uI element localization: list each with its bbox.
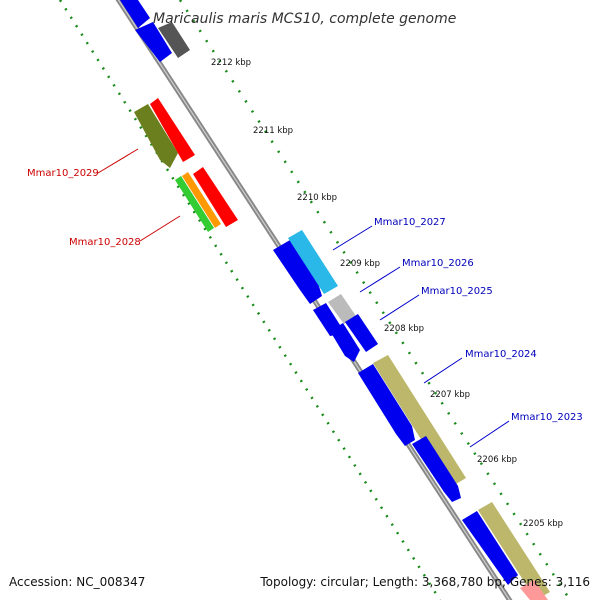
gene-label-mmar10-2026[interactable]: Mmar10_2026 bbox=[402, 258, 474, 269]
gene-arrow-2027-cyan bbox=[288, 230, 338, 294]
gene-arrow-2025-blue bbox=[330, 323, 360, 362]
gc-track-right-dots bbox=[178, 0, 572, 600]
gene-arrow-2023-blue bbox=[412, 436, 461, 502]
tick-label-2211: 2211 kbp bbox=[253, 126, 293, 136]
gene-arrow-2028-green bbox=[175, 176, 214, 232]
gene-arrow-top-blue-2 bbox=[135, 22, 172, 62]
tick-label-2206: 2206 kbp bbox=[477, 455, 517, 465]
gene-arrow-2027-blue bbox=[273, 240, 322, 304]
tick-label-2209: 2209 kbp bbox=[340, 259, 380, 269]
gene-label-mmar10-2028[interactable]: Mmar10_2028 bbox=[69, 237, 141, 248]
gene-arrow-2028-red bbox=[193, 167, 238, 227]
gene-label-mmar10-2024[interactable]: Mmar10_2024 bbox=[465, 349, 537, 360]
gene-arrow-2026-gray bbox=[328, 294, 356, 324]
gc-track-left-dots bbox=[58, 0, 442, 600]
gene-arrow-2022-blue bbox=[462, 511, 518, 585]
leader-line-mmar10-2025 bbox=[379, 294, 420, 321]
genome-title: Maricaulis maris MCS10, complete genome bbox=[153, 11, 456, 27]
gene-label-mmar10-2027[interactable]: Mmar10_2027 bbox=[374, 217, 446, 228]
gene-arrow-2029-olive bbox=[134, 104, 178, 168]
leader-line-mmar10-2023 bbox=[469, 420, 510, 448]
gene-arrow-top-gray bbox=[158, 22, 190, 58]
leader-line-mmar10-2026 bbox=[359, 266, 401, 293]
tick-label-2208: 2208 kbp bbox=[384, 324, 424, 334]
gene-label-mmar10-2023[interactable]: Mmar10_2023 bbox=[511, 412, 583, 423]
gene-arrow-2024-blue bbox=[358, 364, 415, 446]
accession-text: Accession: NC_008347 bbox=[9, 575, 145, 589]
tick-label-2212: 2212 kbp bbox=[211, 58, 251, 68]
gene-label-mmar10-2029[interactable]: Mmar10_2029 bbox=[27, 168, 99, 179]
gene-arrow-2026-blue bbox=[313, 303, 340, 336]
gene-arrow-2029-red bbox=[150, 98, 195, 162]
leader-line-mmar10-2028 bbox=[139, 215, 181, 242]
leader-line-mmar10-2024 bbox=[423, 357, 463, 384]
topology-summary-text: Topology: circular; Length: 3,368,780 bp… bbox=[259, 575, 590, 589]
leader-line-mmar10-2027 bbox=[332, 225, 373, 251]
gene-arrow-bottom-pink bbox=[520, 580, 548, 600]
gene-arrow-2028-orange bbox=[182, 172, 221, 228]
gene-arrow-2022-khaki bbox=[478, 502, 550, 600]
gene-label-mmar10-2025[interactable]: Mmar10_2025 bbox=[421, 286, 493, 297]
gene-arrow-2024-khaki bbox=[373, 355, 466, 487]
leader-line-mmar10-2029 bbox=[97, 148, 139, 174]
tick-label-2205: 2205 kbp bbox=[523, 519, 563, 529]
gene-arrow-top-blue bbox=[120, 0, 150, 28]
tick-label-2210: 2210 kbp bbox=[297, 193, 337, 203]
tick-label-2207: 2207 kbp bbox=[430, 390, 470, 400]
gene-arrow-2025-blue-2 bbox=[345, 314, 378, 352]
